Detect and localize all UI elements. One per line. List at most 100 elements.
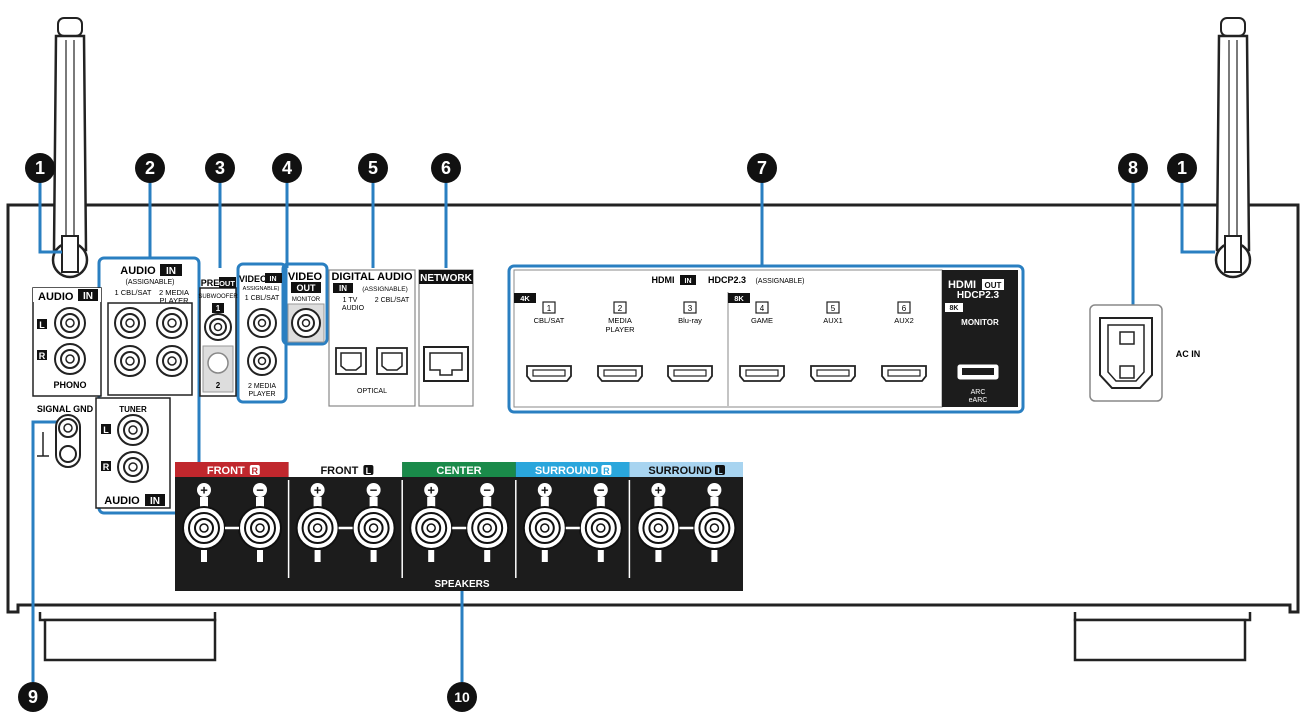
binding-post-hole	[312, 523, 323, 533]
polarity-sign: +	[314, 483, 322, 498]
hdmi-port-number-box	[755, 301, 769, 314]
hdmi-out-arc: ARC	[971, 389, 986, 396]
hdmi-port-number: 4	[760, 304, 765, 313]
svg-text:1: 1	[35, 158, 45, 178]
polarity-sign: +	[541, 483, 549, 498]
post-stem	[654, 497, 663, 509]
post-tail	[257, 550, 263, 562]
post-stem	[369, 497, 378, 509]
rca-jack-phono-l	[54, 307, 86, 339]
hdmi-out-section: HDMI OUT HDCP2.3 8K MONITOR ARC eARC	[942, 270, 1018, 407]
post-stem	[427, 497, 436, 509]
hdmi-connector-inner	[745, 369, 779, 377]
signal-gnd-terminal: SIGNAL GND	[37, 404, 94, 468]
tuner-l-tag: L	[103, 425, 109, 435]
svg-text:5: 5	[368, 158, 378, 178]
callout-2: 2	[135, 153, 165, 183]
hdmi-port-label: CBL/SAT	[534, 316, 565, 325]
plus-marker	[310, 483, 325, 497]
hdmi-port-label-2: PLAYER	[605, 325, 635, 334]
video-in-ch2: 2 MEDIA	[248, 383, 276, 390]
digital-audio-ch2: 2 CBL/SAT	[375, 297, 410, 304]
polarity-sign: +	[200, 483, 208, 498]
video-in-ch1: 1 CBL/SAT	[245, 295, 280, 302]
rca-jack-phono-r	[54, 343, 86, 375]
rca-jack-audio-2l	[156, 307, 188, 339]
speaker-channel-band	[402, 462, 516, 477]
callout-9: 9	[18, 682, 48, 712]
audio-in-assignable-label: (ASSIGNABLE)	[125, 279, 174, 286]
post-stem	[596, 497, 605, 509]
speaker-channel-band	[629, 462, 743, 477]
signal-gnd-label: SIGNAL GND	[37, 404, 94, 414]
rca-jack-tuner-l	[117, 414, 149, 446]
rca-jack-video-2	[247, 346, 277, 376]
hdmi-connector-inner	[673, 369, 707, 377]
polarity-sign: −	[370, 483, 378, 498]
audio-in-header: AUDIO	[120, 265, 156, 277]
speaker-channel-label: CENTER	[436, 465, 481, 477]
callout-1-left: 1	[25, 153, 55, 183]
rca-jack-audio-2r	[156, 345, 188, 377]
hdmi-port-label: Blu-ray	[678, 316, 702, 325]
hdmi-connector-inner	[532, 369, 566, 377]
pre-out-pre: PRE	[201, 278, 220, 288]
hdmi-port-number: 6	[902, 304, 907, 313]
svg-text:8: 8	[1128, 158, 1138, 178]
binding-post-hole	[540, 523, 550, 533]
callout-lines	[31, 182, 1215, 682]
callout-6: 6	[431, 153, 461, 183]
tuner-input: TUNER L R AUDIO IN	[95, 397, 171, 509]
pre-out-2-label: 2	[216, 381, 221, 390]
tuner-label: TUNER	[119, 405, 147, 414]
polarity-sign: +	[427, 483, 435, 498]
digital-audio-assignable: (ASSIGNABLE)	[362, 286, 408, 293]
right-foot	[1073, 612, 1252, 662]
antenna-left	[51, 17, 89, 279]
video-in-ch2b: PLAYER	[248, 391, 275, 398]
polarity-sign: −	[483, 483, 491, 498]
polarity-sign: −	[711, 483, 719, 498]
phono-label: PHONO	[53, 380, 86, 390]
hdmi-in-hdcp: HDCP2.3	[708, 275, 746, 285]
speaker-side-box	[249, 465, 260, 475]
post-tail	[314, 550, 321, 562]
minus-marker	[707, 483, 722, 497]
digital-audio-ch1a: 1 TV	[343, 297, 358, 304]
speaker-channel-band	[288, 462, 403, 477]
minus-marker	[593, 483, 608, 497]
speaker-side-box	[715, 465, 725, 475]
hdmi-port-label: GAME	[751, 316, 773, 325]
tuner-in-tag: IN	[150, 496, 160, 507]
plus-marker	[197, 483, 211, 497]
hdmi-port-number-box	[542, 301, 556, 314]
svg-text:4: 4	[282, 158, 292, 178]
audio-in-tag: IN	[166, 266, 176, 277]
post-tail	[201, 550, 207, 562]
hdmi-port-label: AUX2	[894, 316, 914, 325]
optical-port-2	[376, 347, 408, 375]
video-in-assignable: ASSIGNABLE)	[243, 286, 280, 292]
post-stem	[313, 497, 322, 509]
speaker-side-tag: L	[717, 466, 723, 476]
speaker-side-tag: R	[603, 466, 610, 476]
binding-post-hole	[482, 523, 492, 533]
hdmi-port-number: 1	[547, 304, 552, 313]
callout-8: 8	[1118, 153, 1148, 183]
hdmi-port-label: AUX1	[823, 316, 843, 325]
callout-10: 10	[447, 682, 477, 712]
speaker-channel-band	[175, 462, 289, 477]
callout-3: 3	[205, 153, 235, 183]
hdmi-8k-tag: 8K	[734, 294, 744, 303]
phono-input: AUDIO IN L R PHONO	[32, 287, 102, 397]
ac-in-label: AC IN	[1176, 349, 1201, 359]
